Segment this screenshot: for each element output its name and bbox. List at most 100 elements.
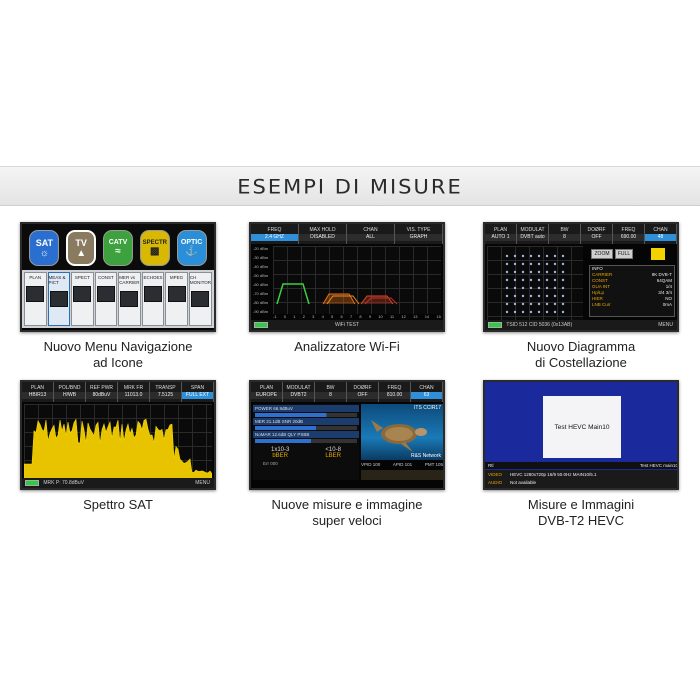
monitor-icon bbox=[191, 291, 210, 307]
battery-icon bbox=[25, 479, 39, 486]
battery-icon bbox=[488, 321, 502, 328]
tile-meas-pict[interactable]: MEAS & PICT bbox=[47, 272, 71, 326]
constellation-point bbox=[513, 270, 517, 274]
constellation-point bbox=[529, 310, 533, 314]
constellation-icon bbox=[96, 286, 115, 302]
tile-ch-monitor[interactable]: CH MONITOR bbox=[188, 272, 212, 326]
wifi-trace-green bbox=[276, 283, 310, 305]
zoom-button[interactable]: ZOOM bbox=[591, 249, 613, 259]
wifi-footer: WiFi TEST bbox=[251, 320, 443, 330]
wifi-trace-orange-2 bbox=[326, 295, 360, 305]
hevc-screenshot: Test HEVC Main10 Rtl Test HEVC main10 VI… bbox=[483, 380, 679, 490]
const-menu-button[interactable]: MENU bbox=[658, 322, 673, 328]
tile-plan[interactable]: PLAN bbox=[24, 272, 47, 326]
constellation-point bbox=[553, 310, 557, 314]
constellation-point bbox=[521, 270, 525, 274]
constellation-point bbox=[553, 262, 557, 266]
measure-icon bbox=[49, 291, 68, 307]
tile-const[interactable]: CONST bbox=[94, 272, 118, 326]
card-hevc[interactable]: Test HEVC Main10 Rtl Test HEVC main10 VI… bbox=[483, 380, 679, 528]
menu-screenshot: SAT ☼ TV ▲ CATV ≈ SPECTR ▩ OPTIC ⚓ PLAN … bbox=[20, 222, 216, 332]
wifi-y-axis: -20 dBm -30 dBm -40 dBm -50 dBm -60 dBm … bbox=[253, 246, 269, 314]
optic-icon[interactable]: OPTIC ⚓ bbox=[176, 230, 207, 266]
sat-menu-button[interactable]: MENU bbox=[195, 480, 210, 486]
constellation-point bbox=[537, 294, 541, 298]
constellation-point bbox=[505, 254, 509, 258]
wifi-trace-red-2 bbox=[364, 297, 398, 305]
card-icon-menu[interactable]: SAT ☼ TV ▲ CATV ≈ SPECTR ▩ OPTIC ⚓ PLAN … bbox=[20, 222, 216, 370]
constellation-point bbox=[545, 270, 549, 274]
satellite-icon[interactable]: SAT ☼ bbox=[29, 230, 60, 266]
constellation-point bbox=[545, 254, 549, 258]
tile-spect[interactable]: SPECT bbox=[71, 272, 94, 326]
constellation-point bbox=[505, 302, 509, 306]
constellation-point bbox=[561, 270, 565, 274]
constellation-point bbox=[545, 302, 549, 306]
constellation-point bbox=[553, 302, 557, 306]
tv-label: TV bbox=[75, 237, 87, 248]
constellation-plot bbox=[487, 246, 583, 322]
constellation-point bbox=[537, 262, 541, 266]
page-title: ESEMPI DI MISURE bbox=[237, 175, 463, 199]
constellation-point bbox=[561, 294, 565, 298]
wifi-caption: Analizzatore Wi-Fi bbox=[294, 339, 400, 354]
constellation-point bbox=[513, 262, 517, 266]
hevc-status-bar: Rtl Test HEVC main10 bbox=[485, 462, 677, 469]
measure-caption: Nuove misure e immagine super veloci bbox=[271, 497, 423, 528]
sat-spectrum-plot bbox=[24, 404, 212, 480]
constellation-point bbox=[561, 310, 565, 314]
sat-label: SAT bbox=[35, 237, 54, 248]
constellation-point bbox=[529, 262, 533, 266]
tile-echoes[interactable]: ECHOES bbox=[141, 272, 165, 326]
nomar-bar bbox=[255, 439, 357, 443]
tv-icon[interactable]: TV ▲ bbox=[66, 230, 97, 266]
full-button[interactable]: FULL bbox=[615, 249, 633, 259]
constellation-point bbox=[537, 302, 541, 306]
tile-mer-carrier[interactable]: MER vs CARRIER bbox=[118, 272, 141, 326]
constellation-point bbox=[529, 286, 533, 290]
spectrum-small-icon bbox=[73, 286, 92, 302]
spectrum-icon[interactable]: SPECTR ▩ bbox=[139, 230, 170, 266]
constellation-point bbox=[529, 302, 533, 306]
catv-label: CATV bbox=[108, 239, 128, 246]
catv-icon[interactable]: CATV ≈ bbox=[102, 230, 133, 266]
constellation-point bbox=[537, 278, 541, 282]
constellation-point bbox=[553, 270, 557, 274]
tile-mpeg[interactable]: MPEG bbox=[165, 272, 188, 326]
constellation-point bbox=[505, 262, 509, 266]
echoes-icon bbox=[144, 286, 162, 302]
constellation-point bbox=[521, 254, 525, 258]
